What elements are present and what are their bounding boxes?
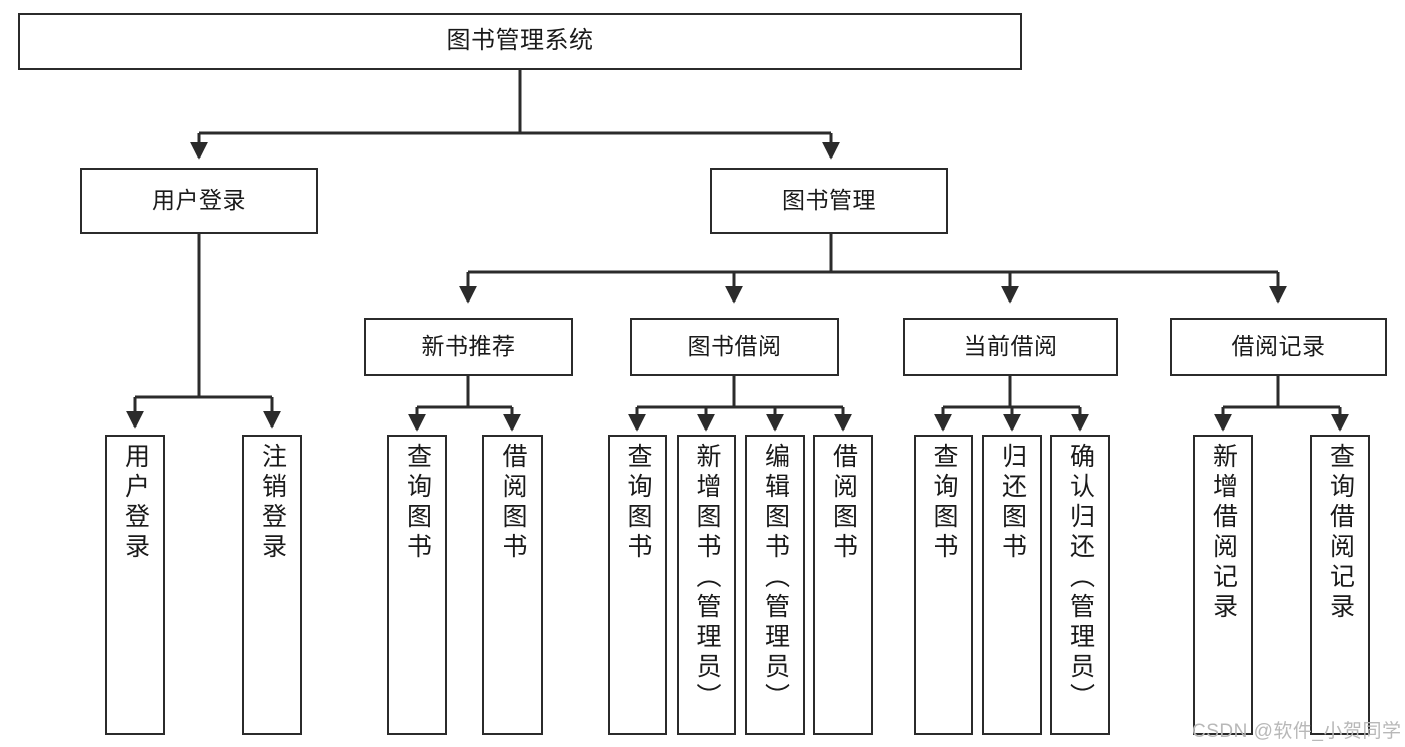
node-label: 图书管理: [782, 187, 876, 214]
node-current-borrow[interactable]: 当前借阅: [903, 318, 1118, 376]
node-book-management[interactable]: 图书管理: [710, 168, 948, 234]
node-root-system[interactable]: 图书管理系统: [18, 13, 1022, 70]
node-label: 确认归还（管理员）: [1066, 443, 1095, 713]
leaf-record-query-record[interactable]: 查询借阅记录: [1310, 435, 1370, 735]
node-label: 用户登录: [152, 187, 246, 214]
node-label: 编辑图书（管理员）: [761, 443, 790, 713]
node-label: 新增借阅记录: [1209, 443, 1238, 623]
leaf-borrow-edit-book-admin[interactable]: 编辑图书（管理员）: [745, 435, 805, 735]
node-label: 用户登录: [121, 443, 150, 563]
node-label: 当前借阅: [963, 333, 1058, 360]
leaf-borrow-borrow-book[interactable]: 借阅图书: [813, 435, 873, 735]
node-label: 新增图书（管理员）: [693, 443, 721, 713]
leaf-recommend-borrow-book[interactable]: 借阅图书: [482, 435, 543, 735]
node-label: 查询图书: [624, 443, 652, 563]
node-user-login[interactable]: 用户登录: [80, 168, 318, 234]
node-new-book-recommend[interactable]: 新书推荐: [364, 318, 573, 376]
leaf-borrow-query-book[interactable]: 查询图书: [608, 435, 667, 735]
leaf-current-return-book[interactable]: 归还图书: [982, 435, 1042, 735]
leaf-recommend-query-book[interactable]: 查询图书: [387, 435, 447, 735]
node-label: 借阅图书: [829, 443, 858, 563]
leaf-borrow-add-book-admin[interactable]: 新增图书（管理员）: [677, 435, 736, 735]
leaf-user-login-signout[interactable]: 注销登录: [242, 435, 302, 735]
node-book-borrow[interactable]: 图书借阅: [630, 318, 839, 376]
leaf-current-confirm-return-admin[interactable]: 确认归还（管理员）: [1050, 435, 1110, 735]
node-borrow-record[interactable]: 借阅记录: [1170, 318, 1387, 376]
node-label: 图书管理系统: [446, 27, 594, 55]
watermark-credit: CSDN @软件_小贺同学: [1192, 721, 1402, 742]
node-label: 图书借阅: [687, 333, 782, 360]
node-label: 查询借阅记录: [1326, 443, 1355, 623]
node-label: 新书推荐: [421, 333, 516, 360]
node-label: 归还图书: [998, 443, 1027, 563]
node-label: 注销登录: [258, 443, 287, 563]
leaf-user-login-signin[interactable]: 用户登录: [105, 435, 165, 735]
node-label: 查询图书: [930, 443, 958, 563]
node-label: 查询图书: [403, 443, 432, 563]
leaf-current-query-book[interactable]: 查询图书: [914, 435, 973, 735]
node-label: 借阅记录: [1231, 333, 1326, 360]
leaf-record-add-record[interactable]: 新增借阅记录: [1193, 435, 1253, 735]
node-label: 借阅图书: [499, 443, 527, 563]
